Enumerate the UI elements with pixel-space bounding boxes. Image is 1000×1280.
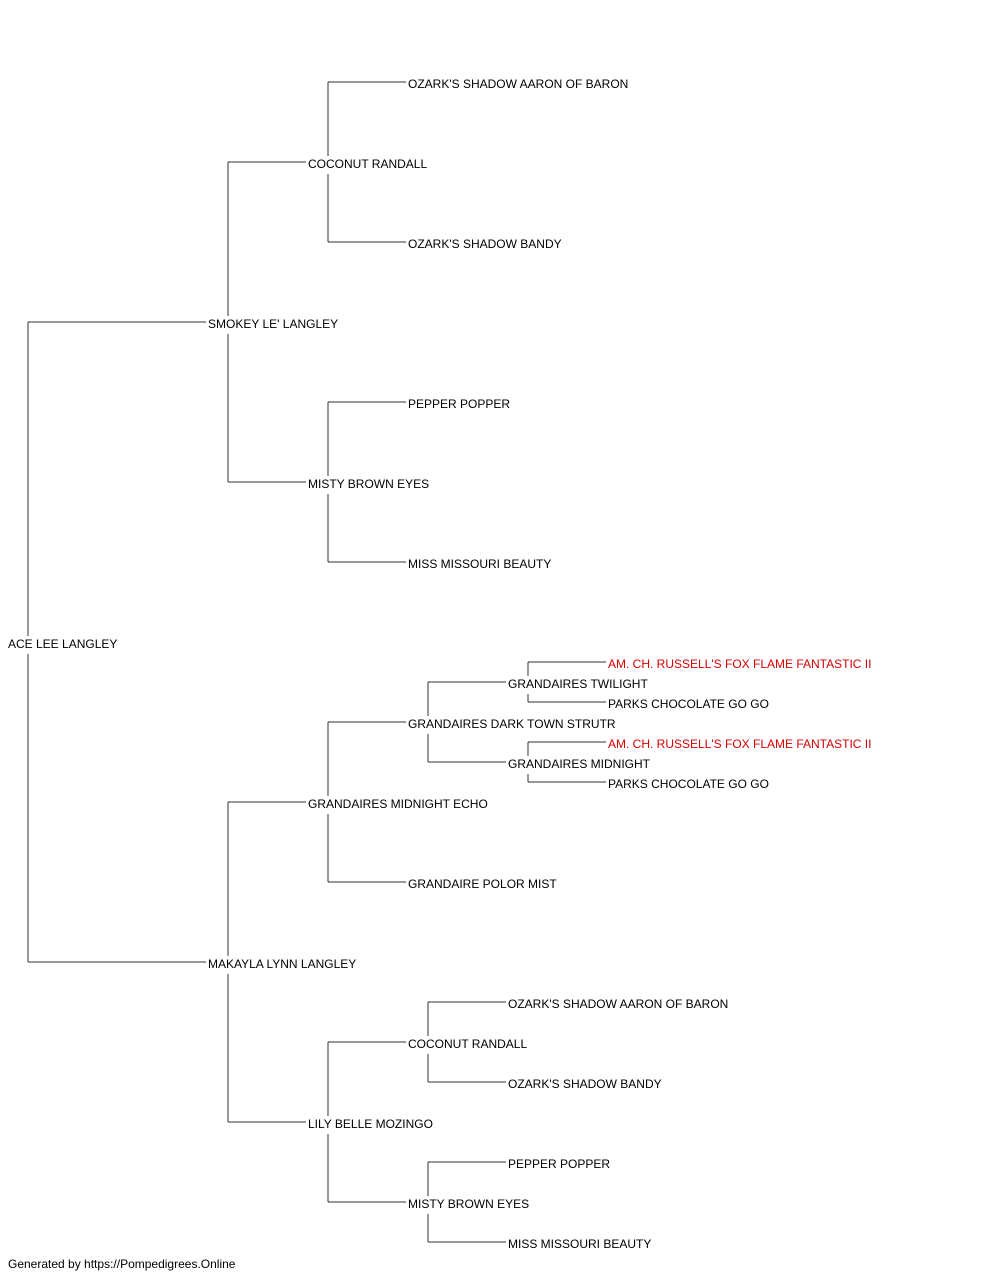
dog-name-dam-sire-sire-sire: GRANDAIRES TWILIGHT bbox=[508, 677, 650, 691]
dog-name-dam-sire-sire-sire-dam: PARKS CHOCOLATE GO GO bbox=[608, 697, 771, 711]
dog-name-dam-sire-sire-dam-sire: AM. CH. RUSSELL'S FOX FLAME FANTASTIC II bbox=[608, 737, 874, 751]
dog-name-dam-dam-sire-dam: OZARK'S SHADOW BANDY bbox=[508, 1077, 664, 1091]
dog-name-dam-dam: LILY BELLE MOZINGO bbox=[308, 1117, 435, 1131]
dog-name-dam-sire-sire-dam: GRANDAIRES MIDNIGHT bbox=[508, 757, 653, 771]
dog-name-dam: MAKAYLA LYNN LANGLEY bbox=[208, 957, 359, 971]
dog-name-dam-dam-sire-sire: OZARK'S SHADOW AARON OF BARON bbox=[508, 997, 731, 1011]
dog-name-sire-dam-dam: MISS MISSOURI BEAUTY bbox=[408, 557, 554, 571]
dog-name-dam-sire-sire-sire-sire: AM. CH. RUSSELL'S FOX FLAME FANTASTIC II bbox=[608, 657, 874, 671]
dog-name-sire-sire-dam: OZARK'S SHADOW BANDY bbox=[408, 237, 564, 251]
dog-name-dam-dam-dam: MISTY BROWN EYES bbox=[408, 1197, 532, 1211]
dog-name-dam-sire: GRANDAIRES MIDNIGHT ECHO bbox=[308, 797, 490, 811]
dog-name-dam-dam-sire: COCONUT RANDALL bbox=[408, 1037, 530, 1051]
dog-name-dam-sire-dam: GRANDAIRE POLOR MIST bbox=[408, 877, 559, 891]
dog-name-dam-sire-sire-dam-dam: PARKS CHOCOLATE GO GO bbox=[608, 777, 771, 791]
dog-name-sire: SMOKEY LE' LANGLEY bbox=[208, 317, 341, 331]
dog-name-dam-dam-dam-sire: PEPPER POPPER bbox=[508, 1157, 613, 1171]
dog-name-sire-dam: MISTY BROWN EYES bbox=[308, 477, 432, 491]
generated-by-footer: Generated by https://Pompedigrees.Online bbox=[8, 1257, 236, 1271]
dog-name-sire-sire-sire: OZARK'S SHADOW AARON OF BARON bbox=[408, 77, 631, 91]
dog-name-subject: ACE LEE LANGLEY bbox=[8, 637, 120, 651]
dog-name-sire-sire: COCONUT RANDALL bbox=[308, 157, 430, 171]
dog-name-sire-dam-sire: PEPPER POPPER bbox=[408, 397, 513, 411]
dog-name-dam-sire-sire: GRANDAIRES DARK TOWN STRUTR bbox=[408, 717, 618, 731]
dog-name-dam-dam-dam-dam: MISS MISSOURI BEAUTY bbox=[508, 1237, 654, 1251]
